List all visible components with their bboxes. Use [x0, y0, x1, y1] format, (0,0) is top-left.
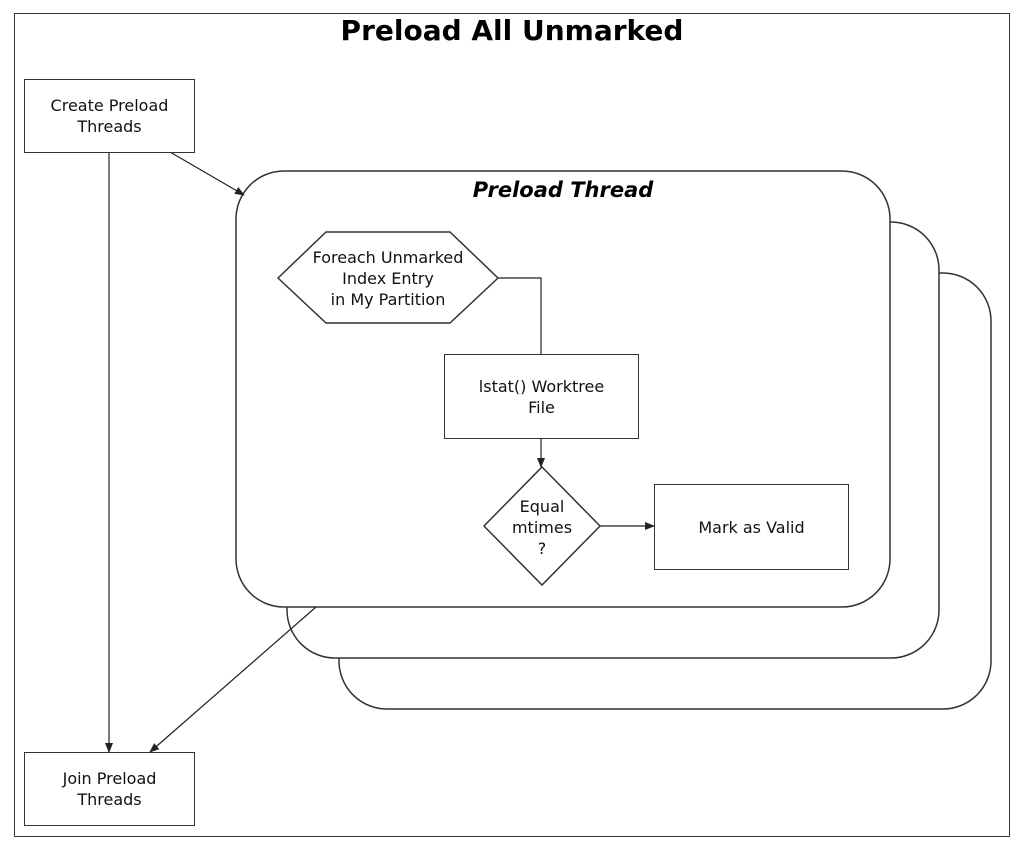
foreach-text: Foreach Unmarked Index Entry in My Parti…: [312, 247, 464, 309]
equal-mtimes-label: Equal mtimes ?: [496, 494, 588, 560]
edge-foreach-to-lstat: [498, 277, 542, 354]
equal-mtimes-text: Equal mtimes ?: [511, 496, 573, 558]
preload-thread-title: Preload Thread: [472, 178, 654, 202]
mark-valid-box: Mark as Valid: [654, 484, 849, 570]
diagram-title: Preload All Unmarked: [340, 14, 684, 47]
foreach-label: Foreach Unmarked Index Entry in My Parti…: [288, 240, 488, 316]
join-threads-box: Join Preload Threads: [24, 752, 195, 826]
mark-valid-label: Mark as Valid: [698, 518, 805, 537]
lstat-box: lstat() Worktree File: [444, 354, 639, 439]
create-threads-label: Create Preload Threads: [50, 96, 169, 136]
equal-mtimes-diamond: [482, 465, 602, 587]
edge-thread-to-join: [149, 606, 317, 753]
edge-create-to-thread: [169, 151, 245, 196]
join-threads-label: Join Preload Threads: [62, 769, 157, 809]
lstat-label: lstat() Worktree File: [478, 376, 605, 417]
create-threads-box: Create Preload Threads: [24, 79, 195, 153]
